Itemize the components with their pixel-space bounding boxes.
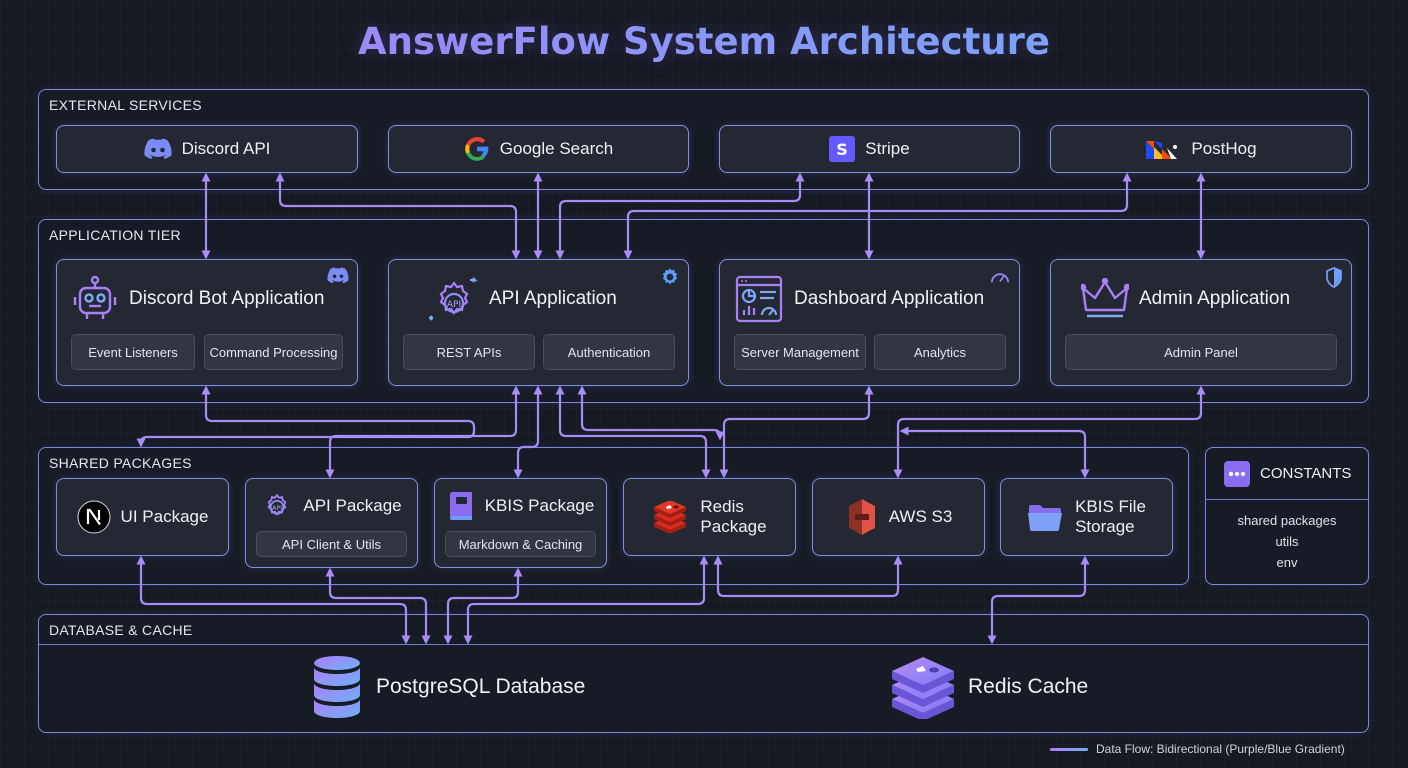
redis-cache[interactable]: Redis Cache <box>890 654 1088 720</box>
chip-analytics[interactable]: Analytics <box>874 334 1006 370</box>
constants-item: utils <box>1275 534 1299 549</box>
page-title: AnswerFlow System Architecture <box>0 20 1408 63</box>
chip-command-processing[interactable]: Command Processing <box>204 334 343 370</box>
constants-title: CONSTANTS <box>1260 465 1352 482</box>
app-dashboard[interactable]: Dashboard Application Server Management … <box>719 259 1020 386</box>
tier-header-divider <box>39 644 1368 645</box>
api-gear-icon: API <box>267 493 287 516</box>
posthog-icon <box>1146 141 1178 159</box>
chip-server-management[interactable]: Server Management <box>734 334 866 370</box>
app-discord-bot[interactable]: Discord Bot Application Event Listeners … <box>56 259 358 386</box>
package-title-line: Redis <box>700 497 744 516</box>
gear-icon <box>662 268 678 285</box>
dots-icon <box>1224 460 1250 487</box>
service-label: Google Search <box>499 139 614 158</box>
service-label: PostHog <box>1191 139 1257 158</box>
package-title: UI Package <box>120 507 209 526</box>
postgres-database[interactable]: PostgreSQL Database <box>312 654 585 720</box>
package-title-line: KBIS File <box>1075 497 1146 516</box>
chip-api-client-utils[interactable]: API Client & Utils <box>256 531 407 557</box>
tier-label: EXTERNAL SERVICES <box>49 97 202 113</box>
constants-header: CONSTANTS <box>1206 448 1368 500</box>
postgres-label: PostgreSQL Database <box>376 675 586 698</box>
legend-line <box>1050 747 1088 751</box>
discord-icon <box>327 267 349 284</box>
package-api[interactable]: API API Package API Client & Utils <box>245 478 418 568</box>
shield-icon <box>1326 267 1342 288</box>
app-title: Dashboard Application <box>794 288 985 309</box>
chip-authentication[interactable]: Authentication <box>543 334 675 370</box>
svg-text:API: API <box>447 300 461 310</box>
chip-event-listeners[interactable]: Event Listeners <box>71 334 195 370</box>
chip-admin-panel[interactable]: Admin Panel <box>1065 334 1337 370</box>
book-icon <box>449 491 472 521</box>
constants-item: env <box>1276 555 1298 570</box>
package-title: KBIS Package <box>484 496 595 515</box>
legend: Data Flow: Bidirectional (Purple/Blue Gr… <box>1050 742 1345 756</box>
package-title: KBIS File Storage <box>1075 497 1146 537</box>
tier-database-cache: DATABASE & CACHE <box>38 614 1369 733</box>
service-discord-api[interactable]: Discord API <box>56 125 358 173</box>
constants-panel[interactable]: CONSTANTS shared packages utils env <box>1205 447 1369 585</box>
aws-s3-icon <box>848 499 875 535</box>
service-label: Discord API <box>181 139 271 158</box>
app-admin[interactable]: Admin Application Admin Panel <box>1050 259 1352 386</box>
package-ui[interactable]: UI Package <box>56 478 229 556</box>
tier-label: APPLICATION TIER <box>49 227 181 243</box>
app-api[interactable]: API API Application REST APIs Authentica… <box>388 259 689 386</box>
svg-text:API: API <box>272 504 282 512</box>
folder-icon <box>1028 505 1063 531</box>
gauge-icon <box>991 273 1009 283</box>
package-title: AWS S3 <box>888 507 953 526</box>
app-title: Admin Application <box>1139 288 1291 309</box>
tier-label: SHARED PACKAGES <box>49 455 192 471</box>
package-title-line: Package <box>700 517 767 536</box>
crown-icon <box>1081 278 1129 318</box>
nextjs-icon <box>77 500 111 534</box>
constants-item: shared packages <box>1237 513 1337 528</box>
service-posthog[interactable]: PostHog <box>1050 125 1352 173</box>
app-title: Discord Bot Application <box>129 288 325 309</box>
api-gear-icon: API <box>429 277 478 321</box>
redis-cache-label: Redis Cache <box>968 675 1089 698</box>
svg-text:S: S <box>837 140 849 159</box>
package-kbis-file-storage[interactable]: KBIS File Storage <box>1000 478 1173 556</box>
package-kbis[interactable]: KBIS Package Markdown & Caching <box>434 478 607 568</box>
package-redis[interactable]: Redis Package <box>623 478 796 556</box>
dashboard-icon <box>735 275 783 323</box>
service-stripe[interactable]: S Stripe <box>719 125 1020 173</box>
service-google-search[interactable]: Google Search <box>388 125 689 173</box>
stripe-icon: S <box>829 136 856 162</box>
robot-icon <box>73 275 117 319</box>
service-label: Stripe <box>865 139 910 158</box>
tier-label: DATABASE & CACHE <box>49 622 193 638</box>
package-title: Redis Package <box>700 497 766 537</box>
package-aws-s3[interactable]: AWS S3 <box>812 478 985 556</box>
database-icon <box>314 656 360 718</box>
package-title-line: Storage <box>1075 517 1135 536</box>
redis-icon <box>654 501 687 533</box>
legend-text: Data Flow: Bidirectional (Purple/Blue Gr… <box>1096 742 1345 756</box>
redis-cache-icon <box>892 657 954 719</box>
discord-icon <box>144 138 172 159</box>
constants-list: shared packages utils env <box>1206 510 1368 573</box>
chip-markdown-caching[interactable]: Markdown & Caching <box>445 531 596 557</box>
chip-rest-apis[interactable]: REST APIs <box>403 334 535 370</box>
package-title: API Package <box>303 496 402 515</box>
google-icon <box>465 137 489 161</box>
app-title: API Application <box>489 288 617 309</box>
